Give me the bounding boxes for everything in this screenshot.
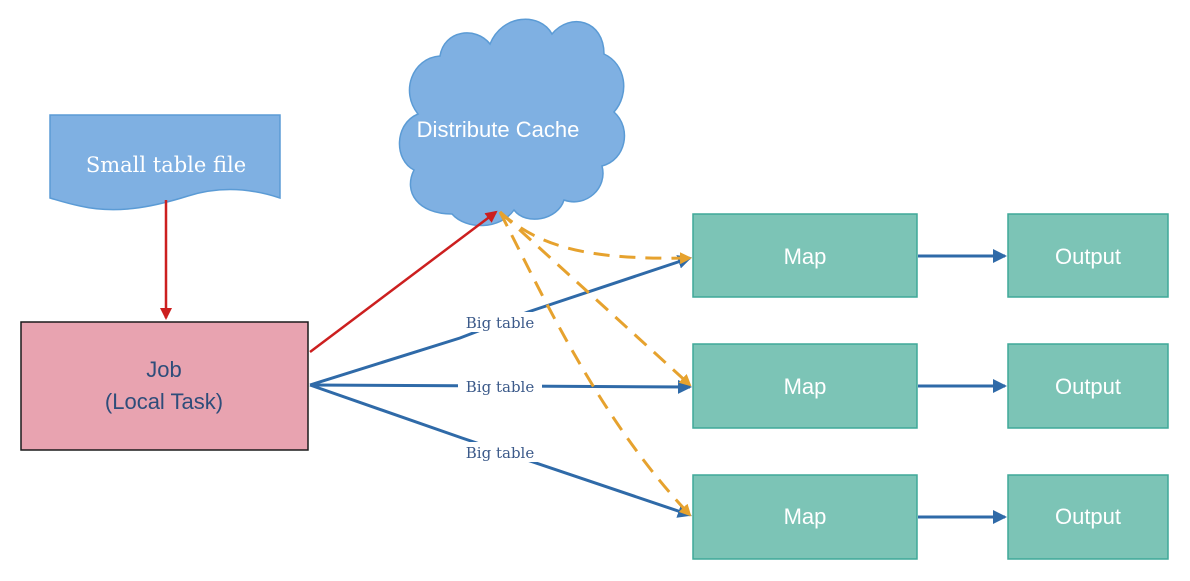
big-table-label-middle: Big table: [466, 378, 535, 396]
output-label: Output: [1055, 244, 1121, 269]
job-box: [20, 321, 309, 451]
distribute-cache-node: Distribute Cache: [398, 18, 626, 227]
small-table-file-node: Small table file: [49, 114, 281, 211]
map-box: [692, 213, 918, 298]
cache-to-map2-dashed: [498, 210, 692, 387]
output-box: [1007, 474, 1169, 560]
small-table-file-label: Small table file: [86, 153, 246, 177]
output-label: Output: [1055, 504, 1121, 529]
cache-to-map1-dashed: [498, 210, 692, 265]
map-node-2: Map: [692, 343, 918, 429]
job-label-line1: Job: [146, 357, 181, 382]
cache-to-map3-dashed: [498, 211, 692, 517]
job-node: Job (Local Task): [20, 321, 309, 451]
map-node-3: Map: [692, 474, 918, 560]
small-table-file-shape: [49, 114, 281, 211]
cloud-shape: [398, 18, 626, 227]
edge-label-bg-top: [458, 312, 542, 332]
job-label-line2: (Local Task): [105, 389, 223, 414]
map-box: [692, 343, 918, 429]
edge-label-bg-bottom: [458, 442, 542, 462]
output-label: Output: [1055, 374, 1121, 399]
job-to-cache-arrow: [309, 210, 498, 353]
big-table-label-top: Big table: [466, 314, 535, 332]
output-box: [1007, 343, 1169, 429]
big-table-label-bottom: Big table: [466, 444, 535, 462]
edge-label-bg-middle: [458, 376, 542, 396]
map-label: Map: [784, 504, 827, 529]
map-node-1: Map: [692, 213, 918, 298]
map-label: Map: [784, 244, 827, 269]
output-node-1: Output: [1007, 213, 1169, 298]
map-label: Map: [784, 374, 827, 399]
output-box: [1007, 213, 1169, 298]
output-node-3: Output: [1007, 474, 1169, 560]
map-box: [692, 474, 918, 560]
distribute-cache-label: Distribute Cache: [417, 117, 580, 142]
output-node-2: Output: [1007, 343, 1169, 429]
big-table-edge-bottom: [309, 383, 692, 518]
